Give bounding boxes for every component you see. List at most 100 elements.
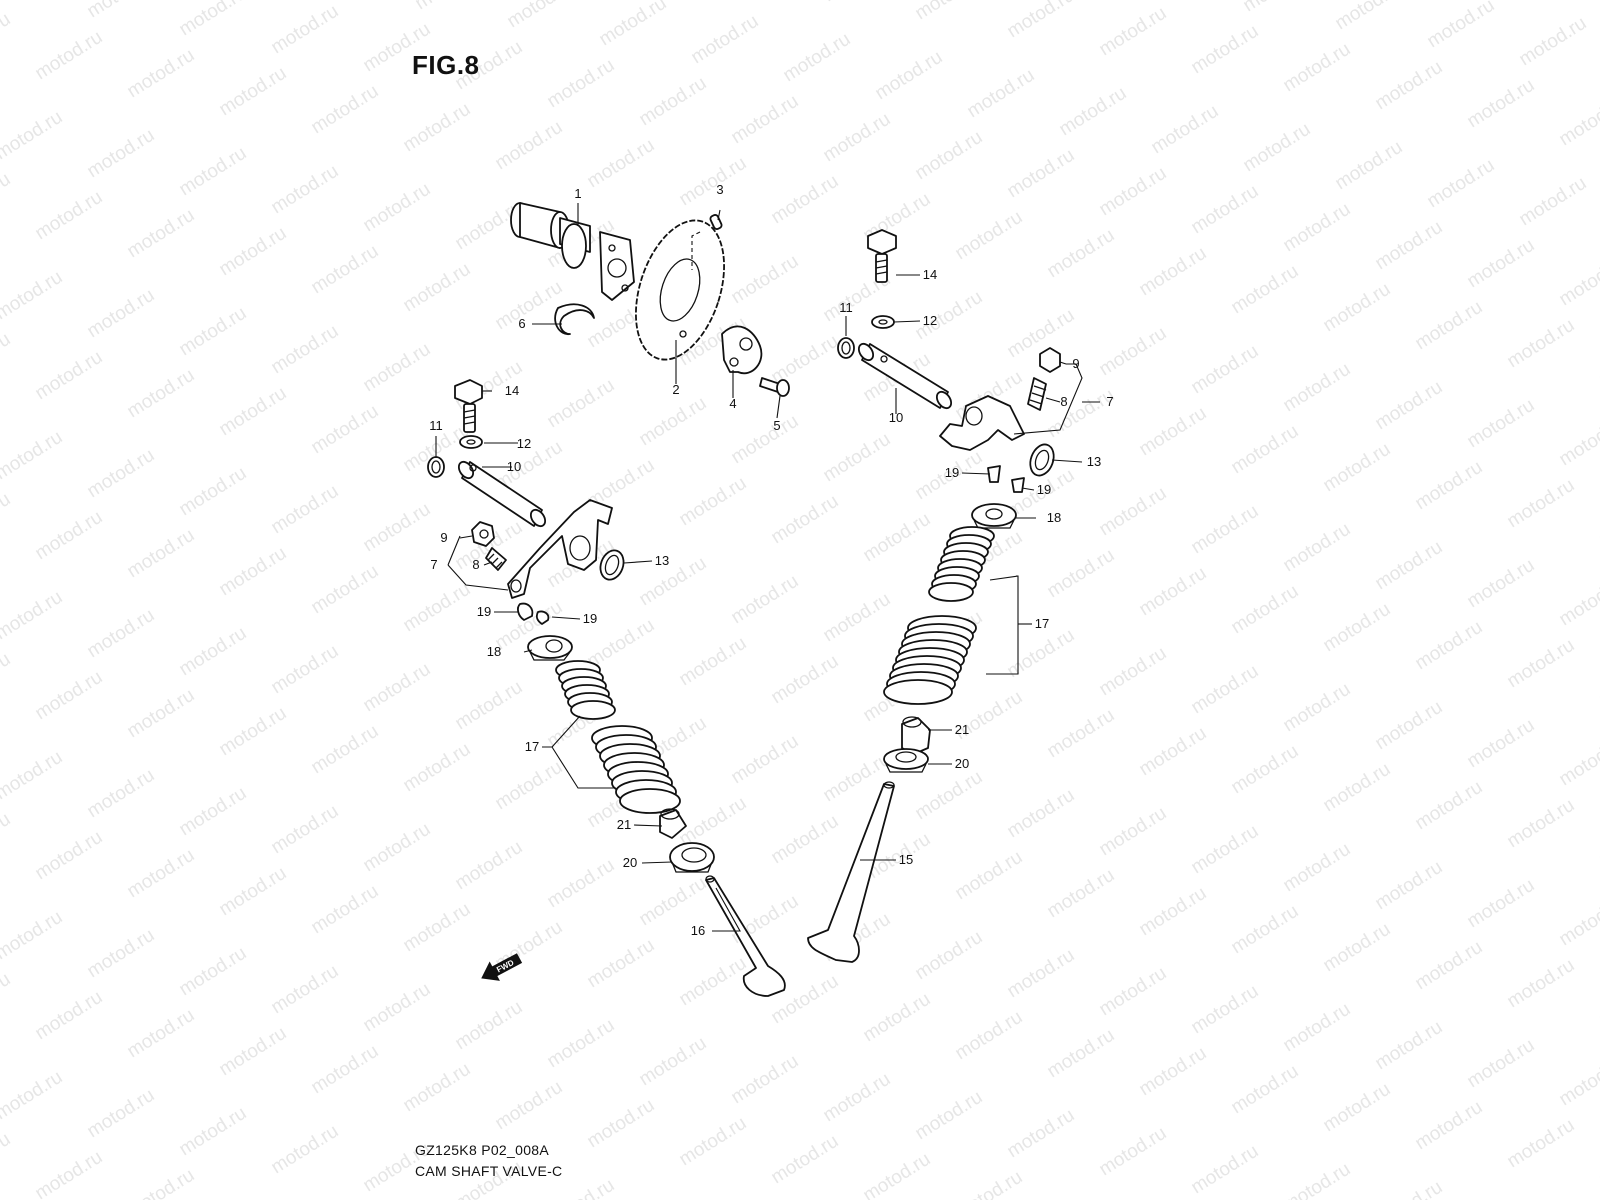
watermark-text: motod.ru (0, 0, 66, 4)
watermark-text: motod.ru (176, 0, 251, 40)
watermark-text: motod.ru (400, 259, 475, 317)
watermark-text: motod.ru (32, 507, 107, 565)
watermark-text: motod.ru (1188, 661, 1263, 719)
watermark-text: motod.ru (728, 1051, 803, 1109)
callout-1: 1 (574, 186, 581, 201)
watermark-text: motod.ru (492, 277, 567, 335)
watermark-text: motod.ru (0, 107, 66, 165)
watermark-text: motod.ru (176, 1103, 251, 1161)
callout-4: 4 (729, 396, 736, 411)
watermark-text: motod.ru (1412, 297, 1487, 355)
watermark-text: motod.ru (124, 685, 199, 743)
watermark-text: motod.ru (268, 161, 343, 219)
watermark-text: motod.ru (176, 463, 251, 521)
watermark-text: motod.ru (728, 251, 803, 309)
watermark-text: motod.ru (1188, 1141, 1263, 1199)
callout-21: 21 (617, 817, 631, 832)
watermark-text: motod.ru (636, 873, 711, 931)
watermark-text: motod.ru (360, 659, 435, 717)
diagram-name: CAM SHAFT VALVE-C (415, 1163, 563, 1179)
watermark-text: motod.ru (820, 589, 895, 647)
callout-10: 10 (507, 459, 521, 474)
watermark-text: motod.ru (860, 989, 935, 1047)
watermark-text: motod.ru (1096, 1123, 1171, 1181)
watermark-text: motod.ru (1096, 323, 1171, 381)
watermark-text: motod.ru (768, 491, 843, 549)
watermark-text: motod.ru (1596, 813, 1600, 871)
watermark-text: motod.ru (216, 543, 291, 601)
right-seat-20-part (883, 748, 929, 773)
watermark-text: motod.ru (1096, 803, 1171, 861)
watermark-text: motod.ru (84, 1085, 159, 1143)
watermark-text: motod.ru (412, 0, 487, 14)
watermark-text: motod.ru (1504, 475, 1579, 533)
bolt-5-part (759, 377, 790, 397)
watermark-text: motod.ru (400, 1059, 475, 1117)
watermark-text: motod.ru (360, 339, 435, 397)
watermark-text: motod.ru (1148, 101, 1223, 159)
watermark-text: motod.ru (124, 45, 199, 103)
watermark-text: motod.ru (492, 757, 567, 815)
watermark-text: motod.ru (0, 169, 14, 227)
watermark-text: motod.ru (820, 1069, 895, 1127)
watermark-text: motod.ru (860, 1149, 935, 1200)
callout-12: 12 (923, 313, 937, 328)
watermark-text: motod.ru (400, 579, 475, 637)
left-seal-21-part (659, 808, 687, 839)
watermark-text: motod.ru (1240, 0, 1315, 16)
right-cotters-19-part (987, 465, 1025, 493)
watermark-text: motod.ru (1596, 333, 1600, 391)
watermark-text: motod.ru (308, 561, 383, 619)
watermark-text: motod.ru (636, 1033, 711, 1091)
watermark-text: motod.ru (676, 793, 751, 851)
watermark-text: motod.ru (912, 0, 987, 24)
watermark-text: motod.ru (1004, 1105, 1079, 1163)
right-outer-spring-part (883, 615, 977, 705)
watermark-text: motod.ru (1596, 653, 1600, 711)
watermark-text: motod.ru (768, 171, 843, 229)
watermark-text: motod.ru (1504, 315, 1579, 373)
watermark-text: motod.ru (32, 187, 107, 245)
watermark-text: motod.ru (0, 9, 14, 67)
callout-2: 2 (672, 382, 679, 397)
diagram-code: GZ125K8 P02_008A (415, 1142, 550, 1158)
callout-18: 18 (487, 644, 501, 659)
watermark-text: motod.ru (84, 285, 159, 343)
watermark-text: motod.ru (1136, 723, 1211, 781)
camshaft-part (510, 202, 635, 301)
watermark-text: motod.ru (492, 117, 567, 175)
left-washer-12-part (459, 435, 483, 449)
watermark-text: motod.ru (452, 837, 527, 895)
watermark-text: motod.ru (1228, 261, 1303, 319)
watermark-text: motod.ru (0, 427, 66, 485)
watermark-text: motod.ru (676, 633, 751, 691)
left-inner-spring-part (555, 660, 616, 720)
watermark-text: motod.ru (84, 125, 159, 183)
watermark-text: motod.ru (1372, 1017, 1447, 1075)
watermark-text: motod.ru (176, 943, 251, 1001)
watermark-text: motod.ru (1188, 181, 1263, 239)
left-shaft-10-part (457, 460, 547, 528)
watermark-text: motod.ru (1280, 519, 1355, 577)
callout-17: 17 (525, 739, 539, 754)
watermark-text: motod.ru (1596, 493, 1600, 551)
watermark-text: motod.ru (1372, 857, 1447, 915)
watermark-text: motod.ru (1136, 403, 1211, 461)
watermark-text: motod.ru (1424, 155, 1499, 213)
watermark-text: motod.ru (1372, 57, 1447, 115)
watermark-text: motod.ru (912, 1087, 987, 1145)
watermark-text: motod.ru (912, 127, 987, 185)
left-cotters-19-part (517, 602, 550, 625)
watermark-text: motod.ru (860, 509, 935, 567)
watermark-text: motod.ru (872, 47, 947, 105)
watermark-text: motod.ru (32, 347, 107, 405)
callout-12: 12 (517, 436, 531, 451)
watermark-text: motod.ru (124, 1165, 199, 1200)
watermark-text: motod.ru (1412, 617, 1487, 675)
watermark-text: motod.ru (768, 811, 843, 869)
watermark-text: motod.ru (1188, 981, 1263, 1039)
left-seat-20-part (669, 842, 715, 873)
callout-14: 14 (505, 383, 519, 398)
watermark-text: motod.ru (1004, 945, 1079, 1003)
